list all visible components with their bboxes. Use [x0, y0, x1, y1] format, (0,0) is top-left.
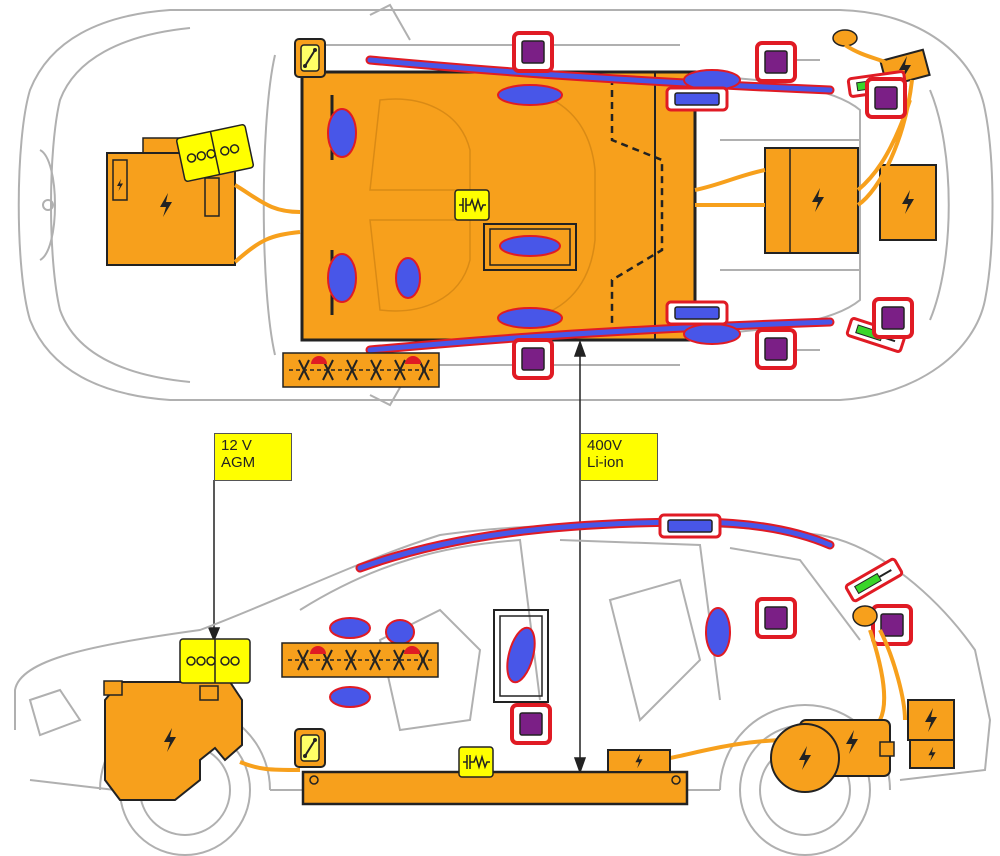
hv-battery-pack-side: [301, 770, 689, 806]
side-view-airbag-cushions: [329, 607, 731, 708]
blue-cylinder-inflator-icon: [665, 86, 729, 112]
side-view: [14, 513, 992, 856]
purple-square-airbag-icon: [755, 328, 797, 370]
capacitor-resistor-icon: [454, 189, 490, 221]
hv-battery-module-outline: [610, 78, 664, 340]
center-airbag-top: [483, 223, 577, 271]
blue-cylinder-inflator-icon: [665, 300, 729, 326]
blue-cylinder-inflator-icon: [658, 513, 722, 539]
battery-hv-label: 400V Li-ion: [580, 433, 658, 481]
fuse-icon: [294, 38, 326, 78]
purple-square-airbag-icon: [755, 41, 797, 83]
top-view-airbag-cushions: [327, 69, 741, 345]
battery-12v-label-line2: AGM: [221, 454, 256, 471]
cut-zone-strip-icon: [282, 352, 440, 388]
capacitor-resistor-icon: [458, 746, 494, 778]
twelve-volt-battery-top: [175, 123, 255, 183]
purple-square-airbag-icon: [512, 338, 554, 380]
battery-hv-label-line2: Li-ion: [587, 454, 624, 471]
hv-battery-pack-top: [300, 70, 697, 342]
front-hv-unit-side: [103, 680, 243, 801]
twelve-volt-battery-side: [179, 638, 251, 684]
callout-lines: [207, 339, 587, 775]
battery-12v-label: 12 V AGM: [214, 433, 292, 481]
purple-square-airbag-icon: [872, 297, 914, 339]
purple-square-airbag-icon: [512, 31, 554, 73]
top-view: [17, 3, 994, 407]
rear-drive-unit-side: [770, 605, 955, 793]
purple-square-airbag-icon: [510, 703, 552, 745]
rear-hv-units-top: [764, 29, 937, 254]
cut-zone-strip-icon: [281, 642, 439, 678]
battery-hv-label-line1: 400V: [587, 437, 623, 454]
purple-square-airbag-icon: [871, 604, 913, 646]
purple-square-airbag-icon: [755, 597, 797, 639]
green-seatbelt-pretensioner-icon: [843, 556, 905, 604]
side-center-airbag: [493, 609, 549, 703]
battery-12v-label-line1: 12 V: [221, 437, 252, 454]
fuse-icon: [294, 728, 326, 768]
purple-square-airbag-icon: [865, 77, 907, 119]
